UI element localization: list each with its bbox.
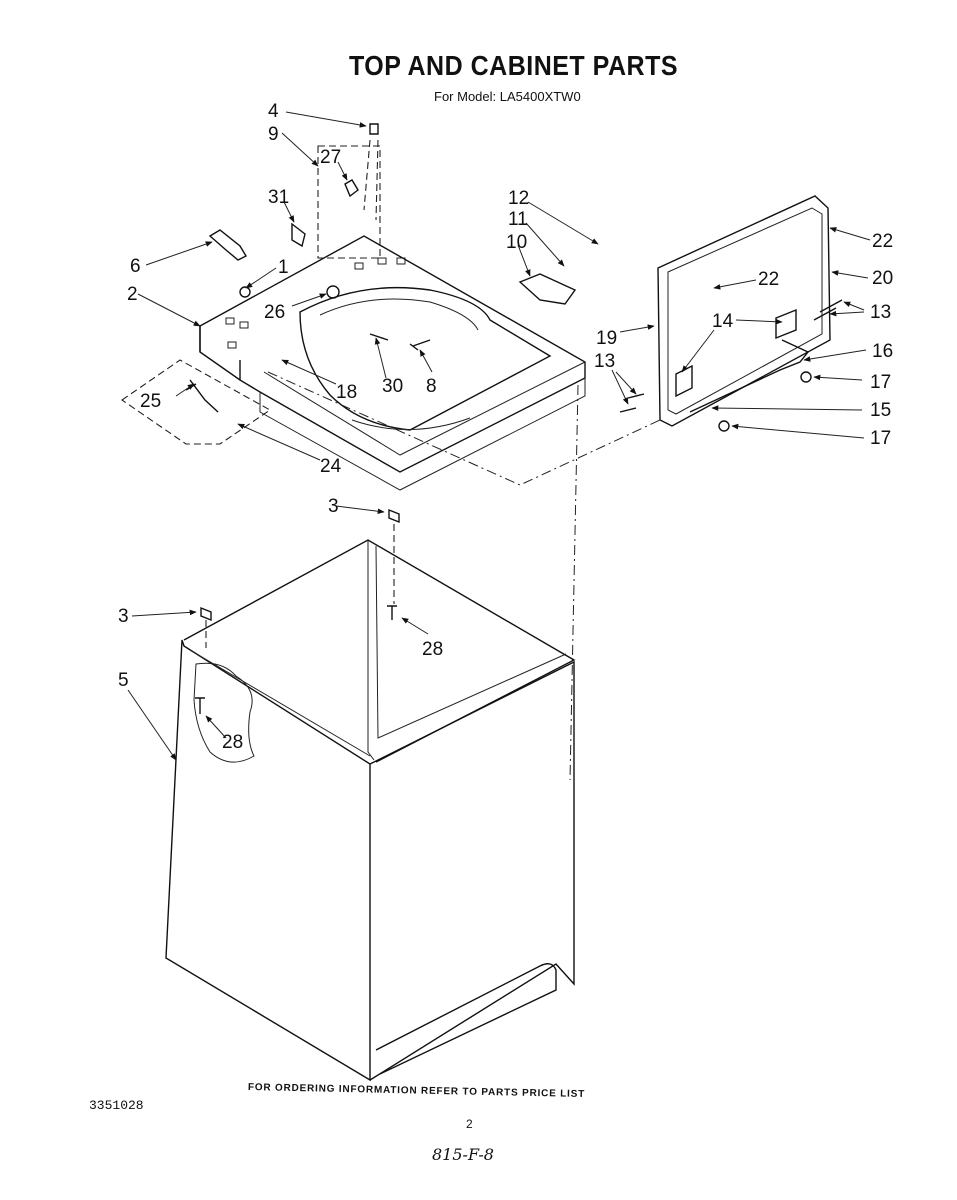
callout-11: 11 <box>508 209 528 230</box>
callout-5: 5 <box>118 670 129 691</box>
callout-22a: 22 <box>872 231 893 252</box>
callout-8: 8 <box>426 376 437 397</box>
callout-26: 26 <box>264 302 285 323</box>
callout-14: 14 <box>712 311 734 332</box>
callout-31: 31 <box>268 187 289 208</box>
callout-22b: 22 <box>758 269 779 290</box>
callout-2: 2 <box>127 284 138 305</box>
callout-28b: 28 <box>222 732 243 753</box>
callout-4: 4 <box>268 101 279 122</box>
handwritten-code: 815-F-8 <box>432 1145 494 1164</box>
callout-numbers: 4 9 27 31 6 1 2 26 12 11 10 25 18 30 8 2… <box>118 101 893 753</box>
document-number: 3351028 <box>89 1098 144 1113</box>
callout-17a: 17 <box>870 372 891 393</box>
callout-3b: 3 <box>118 606 129 627</box>
callout-25: 25 <box>140 391 161 412</box>
callout-24: 24 <box>320 456 342 477</box>
callout-9: 9 <box>268 124 279 145</box>
callout-6: 6 <box>130 256 141 277</box>
callout-3a: 3 <box>328 496 339 517</box>
callout-30: 30 <box>382 376 403 397</box>
callout-1: 1 <box>278 257 289 278</box>
callout-13a: 13 <box>870 302 891 323</box>
model-subtitle: For Model: LA5400XTW0 <box>434 89 581 104</box>
top-panel-assembly <box>199 123 586 491</box>
callout-15: 15 <box>870 400 891 421</box>
callout-17b: 17 <box>870 428 891 449</box>
callout-16: 16 <box>872 341 893 362</box>
callout-18: 18 <box>336 382 357 403</box>
callout-19: 19 <box>596 328 617 349</box>
callout-20: 20 <box>872 268 893 289</box>
page-title: TOP AND CABINET PARTS <box>348 50 679 82</box>
cabinet <box>165 139 576 1082</box>
callout-12: 12 <box>508 188 529 209</box>
callout-13b: 13 <box>594 351 615 372</box>
callout-28a: 28 <box>422 639 443 660</box>
leader-lines <box>127 111 871 761</box>
callout-27: 27 <box>320 147 341 168</box>
callout-10: 10 <box>506 232 527 253</box>
page-number: 2 <box>466 1117 473 1131</box>
